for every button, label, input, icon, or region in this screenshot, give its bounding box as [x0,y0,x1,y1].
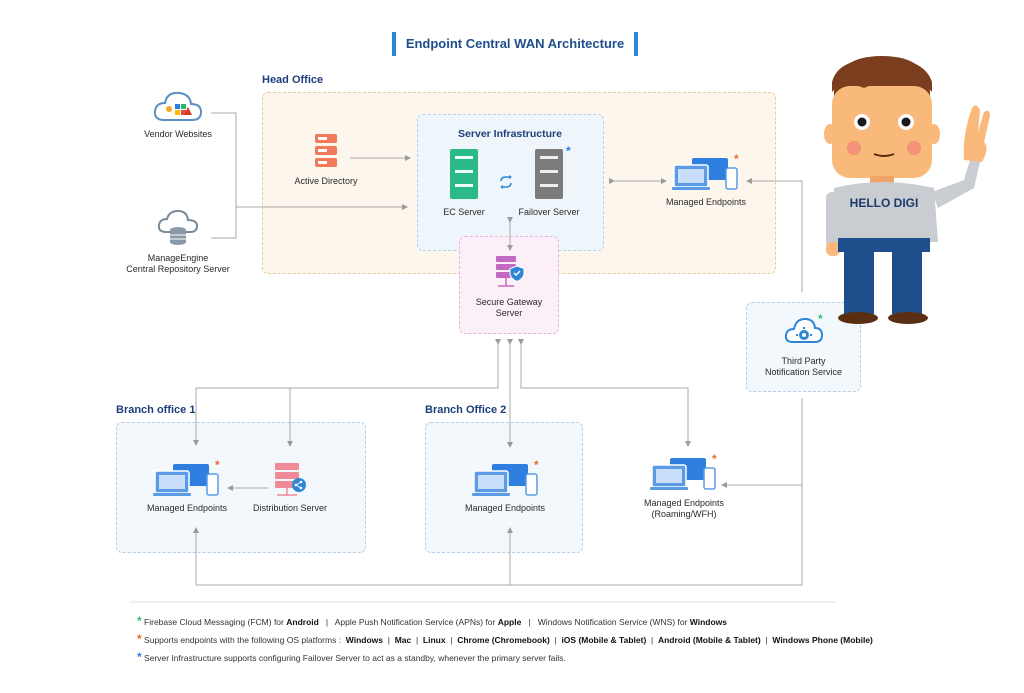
failover-server-icon [535,149,563,199]
orange-asterisk-icon: * [534,458,539,472]
third-party-to-endpoints-connector [746,178,803,292]
legend-orange-bold-7: Windows Phone (Mobile) [772,635,873,645]
legend-orange-bold-5: iOS (Mobile & Tablet) [561,635,647,645]
central-repo-line2: Central Repository Server [126,264,230,274]
notification-return-path [193,398,803,586]
third-party-box [746,302,861,392]
legend-green-text-1: Firebase Cloud Messaging (FCM) for [144,617,287,627]
third-party-line1: Third Party [781,356,826,366]
legend-orange-bold-6: Android (Mobile & Tablet) [657,635,761,645]
server-infrastructure-label: Server Infrastructure [458,128,562,140]
head-office-label: Head Office [262,74,324,86]
blue-asterisk-icon: * [566,144,571,158]
third-party-line2: Notification Service [764,367,843,377]
managed-endpoints-icon [672,158,738,190]
failover-server-label: Failover Server [518,207,580,217]
roaming-line1: Managed Endpoints [643,498,725,508]
legend-green-bold-1: Android [286,617,319,627]
distribution-server-label: Distribution Server [252,503,328,513]
legend-row-blue: * Server Infrastructure supports configu… [137,650,566,664]
orange-asterisk-icon: * [137,632,142,646]
green-asterisk-icon: * [137,614,142,628]
gateway-to-roaming-connector [518,339,691,447]
managed-endpoints-icon [153,464,219,496]
legend-green-bold-2: Apple [497,617,522,627]
diagram-title: Endpoint Central WAN Architecture [392,32,638,56]
legend-green-text-3: | Windows Notification Service (WNS) for [521,617,690,627]
managed-endpoints-icon [650,458,716,490]
central-repo-line1: ManageEngine [147,253,209,263]
secure-gateway-box [459,236,559,334]
active-directory-icon [315,134,337,167]
ec-server-icon [450,149,478,199]
green-asterisk-icon: * [818,312,823,326]
legend-separator: | [760,635,773,645]
legend-orange-bold-3: Linux [422,635,446,645]
secure-gateway-line2: Server [495,308,523,318]
legend-orange-bold-1: Windows [345,635,384,645]
legend-separator: | [383,635,395,645]
legend-green-text-2: | Apple Push Notification Service (APNs)… [318,617,498,627]
legend-row-orange: * Supports endpoints with the following … [137,632,873,646]
gateway-to-branch1-connector [193,339,501,446]
repository-server-icon [157,209,199,245]
legend-separator: | [549,635,562,645]
active-directory-label: Active Directory [294,176,358,186]
legend-orange-text-1: Supports endpoints with the following OS… [144,635,346,645]
branch1-managed-endpoints-label: Managed Endpoints [146,503,228,513]
branch-office-1-label: Branch office 1 [116,404,196,416]
legend-blue-text: Server Infrastructure supports configuri… [144,653,566,663]
sync-icon [500,175,512,189]
ec-server-label: EC Server [443,207,485,217]
legend-row-green: * Firebase Cloud Messaging (FCM) for And… [137,614,727,628]
mascot-shirt-text: HELLO DIGI [849,196,919,210]
cloud-gear-icon [784,317,824,343]
head-managed-endpoints-label: Managed Endpoints [665,197,747,207]
legend-separator: | [445,635,458,645]
secure-gateway-icon [496,256,525,287]
roaming-line2: (Roaming/WFH) [651,509,717,519]
branch2-managed-endpoints-label: Managed Endpoints [464,503,546,513]
orange-asterisk-icon: * [712,452,717,466]
managed-endpoints-icon [472,464,538,496]
legend-orange-bold-2: Mac [394,635,412,645]
cloud-icon [153,91,203,121]
distribution-server-icon [275,463,306,496]
vendor-websites-label: Vendor Websites [144,129,212,139]
legend-orange-bold-4: Chrome (Chromebook) [457,635,550,645]
orange-asterisk-icon: * [734,152,739,166]
blue-asterisk-icon: * [137,650,142,664]
orange-asterisk-icon: * [215,458,220,472]
legend-green-bold-3: Windows [689,617,728,627]
mascot-illustration [824,56,990,324]
vendor-connector [211,112,237,239]
legend-separator: | [411,635,423,645]
secure-gateway-line1: Secure Gateway [475,297,543,307]
legend-separator: | [646,635,658,645]
